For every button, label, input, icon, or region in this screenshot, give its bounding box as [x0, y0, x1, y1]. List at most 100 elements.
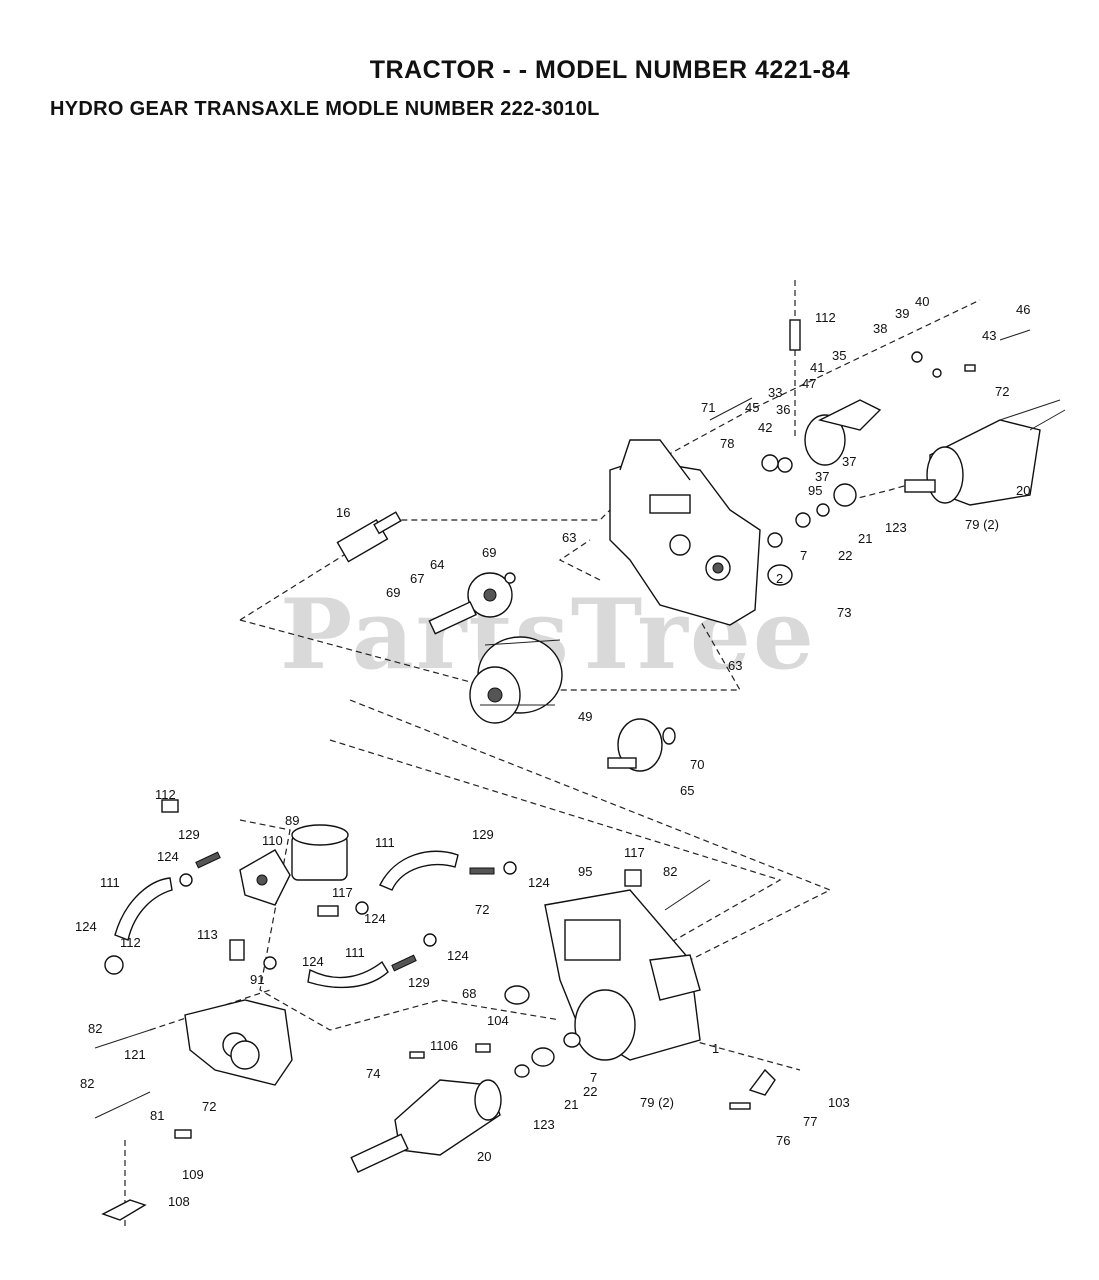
callout-81: 81: [150, 1108, 164, 1123]
callout-89: 89: [285, 813, 299, 828]
callout-40: 40: [915, 294, 929, 309]
callout-111: 111: [345, 945, 365, 960]
callout-129: 129: [472, 827, 494, 842]
callout-7: 7: [800, 548, 807, 563]
callout-21: 21: [564, 1097, 578, 1112]
callout-64: 64: [430, 557, 444, 572]
callout-79: 79 (2): [640, 1095, 674, 1110]
callout-33: 33: [768, 385, 782, 400]
callout-110: 110: [262, 833, 283, 848]
callout-38: 38: [873, 321, 887, 336]
callout-65: 65: [680, 783, 694, 798]
callout-1: 1: [712, 1041, 719, 1056]
callout-124: 124: [447, 948, 469, 963]
callout-112: 112: [120, 935, 141, 950]
callout-95: 95: [808, 483, 822, 498]
callout-labels: 112 40 39 38 46 43 41 35 72 71 47 33 45 …: [75, 294, 1030, 1209]
callout-123: 123: [885, 520, 907, 535]
lower-small-parts: [94, 799, 776, 1221]
callout-82: 82: [80, 1076, 94, 1091]
callout-36: 36: [776, 402, 790, 417]
callout-124: 124: [157, 849, 179, 864]
callout-111: 111: [100, 875, 120, 890]
axle-housing-right: [904, 399, 1066, 506]
oil-filter-89: [291, 824, 349, 881]
callout-22: 22: [838, 548, 852, 563]
callout-78: 78: [720, 436, 734, 451]
callout-43: 43: [982, 328, 996, 343]
callout-95: 95: [578, 864, 592, 879]
callout-111: 111: [375, 835, 395, 850]
differential-49: [469, 636, 563, 724]
callout-123: 123: [533, 1117, 555, 1132]
callout-2: 2: [776, 571, 783, 586]
callout-124: 124: [75, 919, 97, 934]
gear-64: [428, 572, 516, 635]
callout-37: 37: [815, 469, 829, 484]
pump-body-91: [184, 999, 293, 1086]
callout-117: 117: [332, 885, 353, 900]
callout-117: 117: [624, 845, 645, 860]
hoses-111: [114, 850, 459, 989]
lower-case-1: [544, 889, 701, 1061]
callout-72: 72: [475, 902, 489, 917]
callout-37: 37: [842, 454, 856, 469]
callout-63: 63: [728, 658, 742, 673]
callout-73: 73: [837, 605, 851, 620]
callout-7: 7: [590, 1070, 597, 1085]
callout-76: 76: [776, 1133, 790, 1148]
callout-124: 124: [364, 911, 386, 926]
upper-case-half: [609, 439, 761, 626]
callout-82: 82: [88, 1021, 102, 1036]
upper-small-parts: [709, 319, 1031, 586]
callout-46: 46: [1016, 302, 1030, 317]
callout-45: 45: [745, 400, 759, 415]
input-shaft-16: [336, 511, 402, 563]
callout-1106: 1106: [430, 1038, 458, 1053]
callout-69: 69: [482, 545, 496, 560]
callout-72: 72: [995, 384, 1009, 399]
callout-91: 91: [250, 972, 264, 987]
callout-113: 113: [197, 927, 218, 942]
callout-68: 68: [462, 986, 476, 1001]
callout-74: 74: [366, 1066, 380, 1081]
callout-108: 108: [168, 1194, 190, 1209]
callout-72: 72: [202, 1099, 216, 1114]
callout-20: 20: [477, 1149, 491, 1164]
callout-109: 109: [182, 1167, 204, 1182]
callout-112: 112: [155, 787, 176, 802]
gear-65: [607, 718, 676, 772]
callout-35: 35: [832, 348, 846, 363]
callout-79: 79 (2): [965, 517, 999, 532]
callout-16: 16: [336, 505, 350, 520]
callout-41: 41: [810, 360, 824, 375]
callout-104: 104: [487, 1013, 509, 1028]
callout-82: 82: [663, 864, 677, 879]
callout-77: 77: [803, 1114, 817, 1129]
callout-103: 103: [828, 1095, 850, 1110]
axle-housing-left: [350, 1079, 502, 1174]
callout-121: 121: [124, 1047, 146, 1062]
callout-70: 70: [690, 757, 704, 772]
callout-47: 47: [802, 376, 816, 391]
callout-69: 69: [386, 585, 400, 600]
page-title: TRACTOR - - MODEL NUMBER 4221-84: [369, 56, 851, 84]
callout-129: 129: [408, 975, 430, 990]
page-subtitle: HYDRO GEAR TRANSAXLE MODLE NUMBER 222-30…: [50, 98, 600, 120]
callout-39: 39: [895, 306, 909, 321]
callout-22: 22: [583, 1084, 597, 1099]
callout-129: 129: [178, 827, 200, 842]
callout-42: 42: [758, 420, 772, 435]
callout-67: 67: [410, 571, 424, 586]
callout-124: 124: [528, 875, 550, 890]
callout-71: 71: [701, 400, 715, 415]
callout-49: 49: [578, 709, 592, 724]
filter-base-110: [239, 849, 291, 906]
callout-63: 63: [562, 530, 576, 545]
callout-20: 20: [1016, 483, 1030, 498]
callout-124: 124: [302, 954, 324, 969]
callout-112: 112: [815, 310, 836, 325]
callout-21: 21: [858, 531, 872, 546]
springs-129: [195, 851, 495, 972]
